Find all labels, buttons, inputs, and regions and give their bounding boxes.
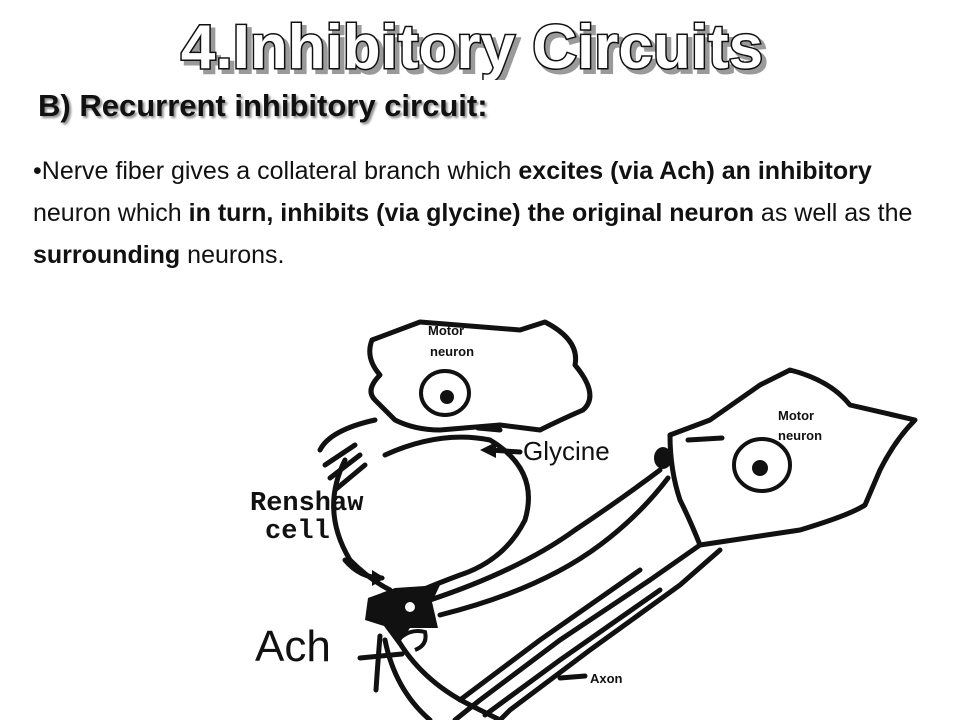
body-paragraph: •Nerve fiber gives a collateral branch w… <box>33 150 953 276</box>
body-segment-bold: surrounding <box>33 241 181 269</box>
renshaw-label: Renshaw <box>250 489 364 519</box>
renshaw-axon <box>427 467 663 603</box>
ach-label: Ach <box>255 622 331 671</box>
neuron-2-axon <box>452 542 703 720</box>
neuron-2-nucleus <box>732 437 792 493</box>
motor-neuron-1-body <box>367 319 593 433</box>
renshaw-label: cell <box>265 517 330 547</box>
axon-pointer <box>557 673 588 681</box>
slide-title: 4.Inhibitory Circuits 4.Inhibitory Circu… <box>0 0 960 81</box>
renshaw-cell-body <box>365 585 440 645</box>
slide-title-text: 4.Inhibitory Circuits <box>181 13 763 80</box>
glycine-arrowhead <box>480 442 496 458</box>
synapse-terminal <box>654 447 672 469</box>
motor-neuron-1-label: neuron <box>430 344 474 359</box>
axon-label: Axon <box>590 671 623 686</box>
bullet: • <box>33 157 42 185</box>
body-segment-bold: an inhibitory <box>721 157 872 185</box>
neuron-1-process <box>317 417 378 453</box>
body-segment: as well as the <box>753 199 913 227</box>
section-heading: B) Recurrent inhibitory circuit: <box>38 88 488 123</box>
glycine-label: Glycine <box>523 436 610 466</box>
body-segment: neurons. <box>180 241 285 269</box>
slide-title-shadow: 4.Inhibitory Circuits <box>185 17 767 80</box>
body-segment: Nerve fiber gives a collateral branch wh… <box>41 157 519 185</box>
motor-neuron-2-body <box>667 367 918 548</box>
collateral-branch <box>382 434 531 603</box>
motor-neuron-2-label: Motor <box>778 408 814 423</box>
body-segment-bold: excites (via Ach) <box>518 157 715 185</box>
motor-neuron-2-label: neuron <box>778 428 822 443</box>
motor-neuron-1-label: Motor <box>428 323 464 338</box>
body-segment: neuron which <box>33 199 189 227</box>
renshaw-arrowhead <box>372 570 385 586</box>
neuron-1-nucleus <box>419 369 471 417</box>
body-segment-bold: in turn, inhibits (via glycine) the orig… <box>188 199 754 227</box>
